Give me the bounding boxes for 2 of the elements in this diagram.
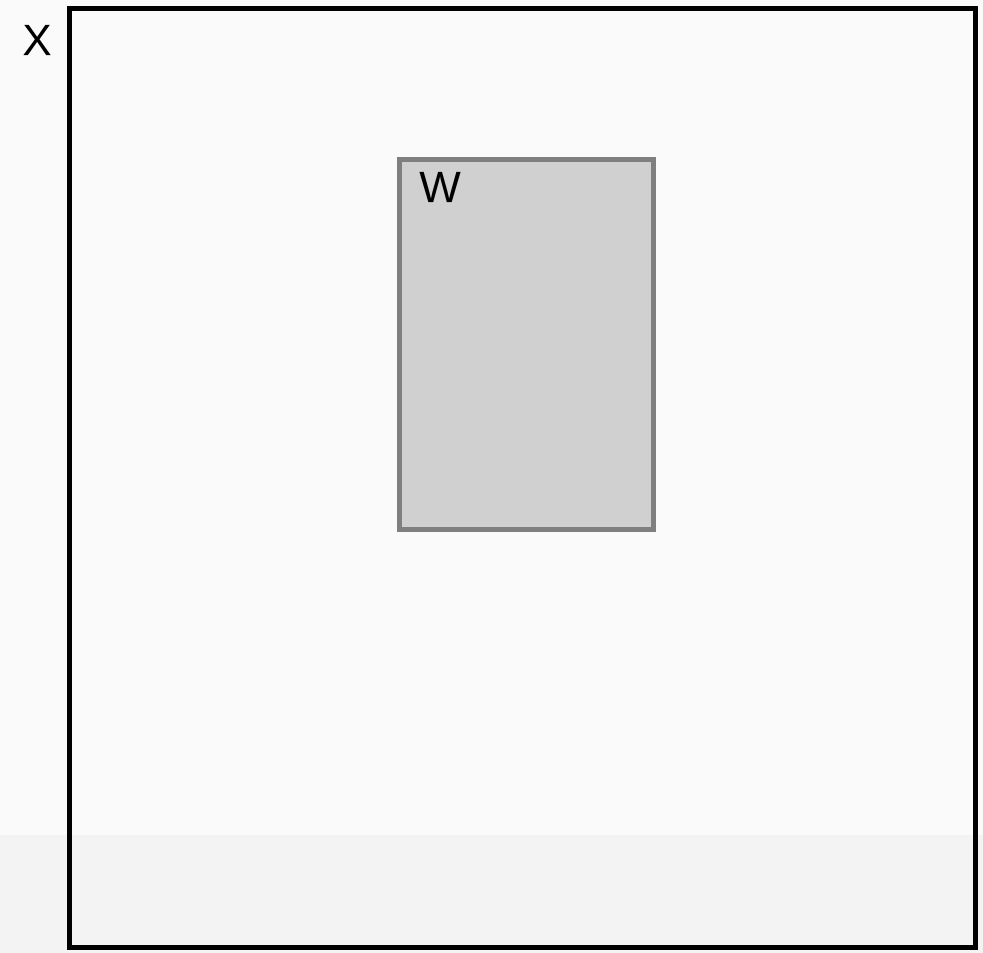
box-label: X xyxy=(23,24,51,56)
box-label: W xyxy=(419,172,461,202)
